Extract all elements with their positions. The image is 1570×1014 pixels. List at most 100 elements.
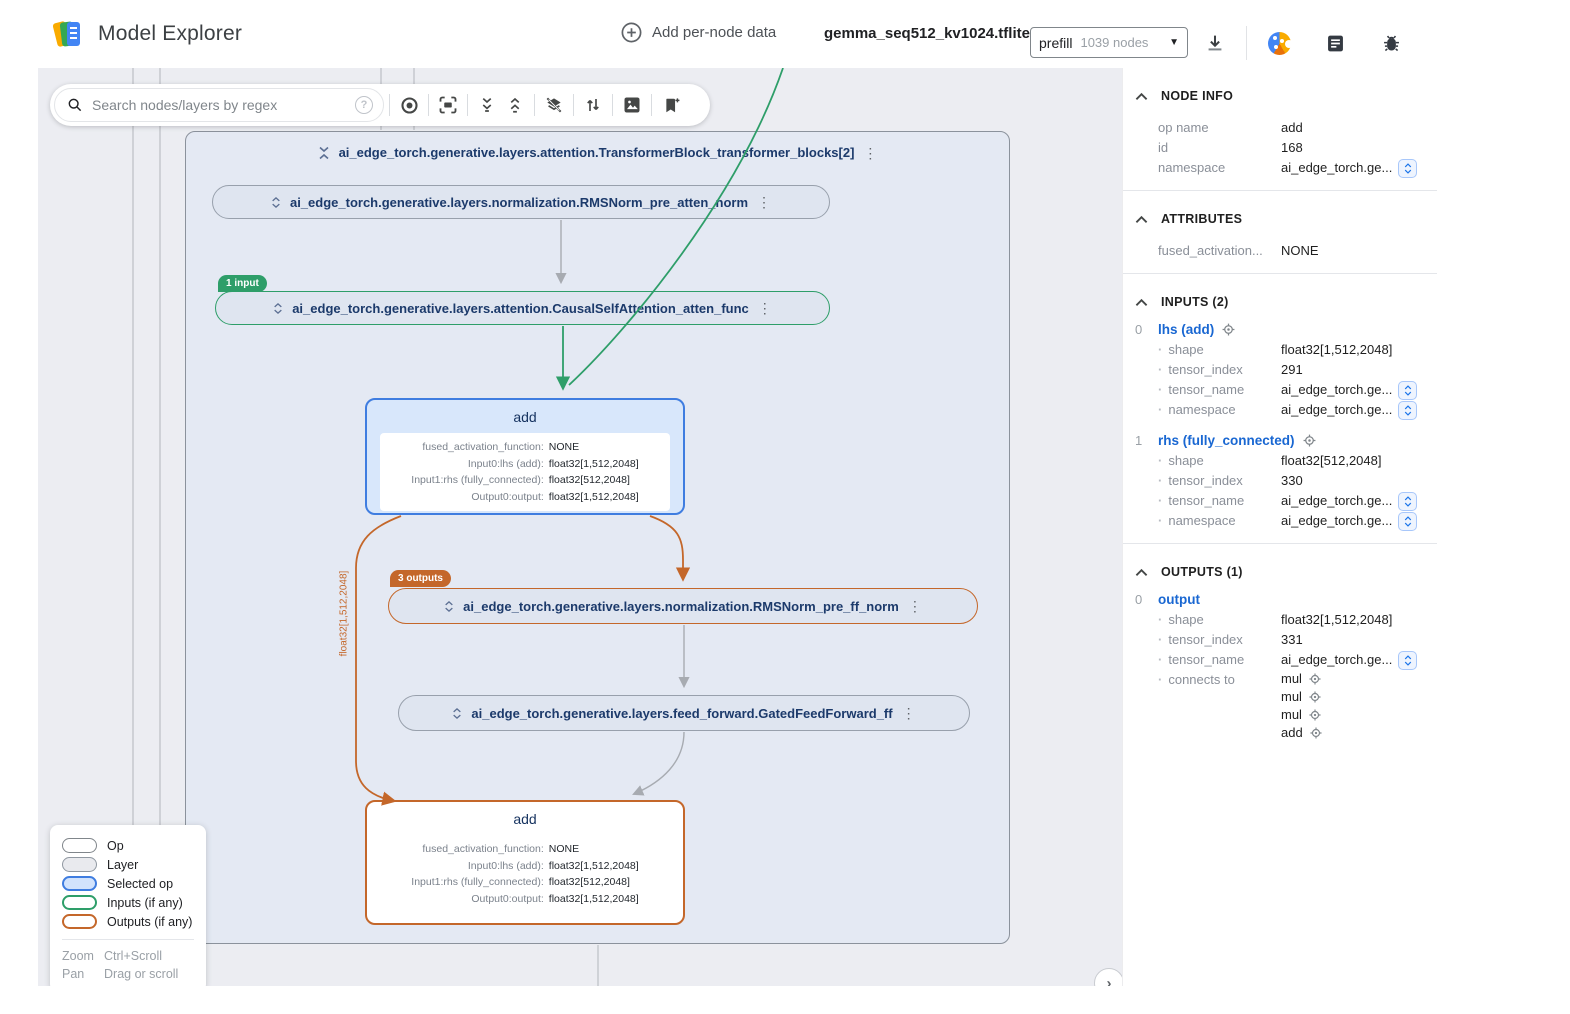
expand-value-button[interactable] xyxy=(1398,511,1418,531)
chevron-up-icon xyxy=(1135,298,1148,306)
collapse-all-layers-button[interactable] xyxy=(501,91,529,119)
legend-item-outputs: Outputs (if any) xyxy=(62,912,194,931)
node-kebab-menu-icon[interactable]: ⋮ xyxy=(901,705,916,721)
pan-right-button[interactable]: › xyxy=(1094,968,1122,986)
trace-inputs-outputs-button[interactable] xyxy=(579,91,607,119)
section-header[interactable]: INPUTS (2) xyxy=(1123,295,1437,309)
locate-node-icon[interactable] xyxy=(1221,322,1236,337)
attr-key: Input0:lhs (add): xyxy=(467,859,544,872)
attr-value: float32[1,512,2048] xyxy=(548,490,639,503)
locate-node-icon[interactable] xyxy=(1309,726,1323,740)
legend-item-selected-op: Selected op xyxy=(62,874,194,893)
flatten-layers-button[interactable] xyxy=(540,91,568,119)
op-node-add-output[interactable]: add fused_activation_function:NONE Input… xyxy=(365,800,685,925)
locate-node-icon[interactable] xyxy=(1308,672,1322,686)
dropdown-caret-icon: ▼ xyxy=(1169,37,1179,48)
expand-value-button[interactable] xyxy=(1398,158,1418,178)
output-item-header: 0 output xyxy=(1135,592,1200,607)
download-button[interactable] xyxy=(1202,30,1228,56)
section-header[interactable]: OUTPUTS (1) xyxy=(1123,565,1570,579)
node-kebab-menu-icon[interactable]: ⋮ xyxy=(757,194,772,210)
help-icon[interactable]: ? xyxy=(355,96,373,114)
attr-value: float32[1,512,2048] xyxy=(548,892,639,905)
locate-node-icon[interactable] xyxy=(1302,433,1317,448)
theme-palette-button[interactable] xyxy=(1266,30,1293,56)
locate-node-icon[interactable] xyxy=(1308,708,1322,722)
docs-button[interactable] xyxy=(1322,30,1348,56)
node-rmsnorm-pre-ff-norm[interactable]: ai_edge_torch.generative.layers.normaliz… xyxy=(388,588,978,624)
input-item-header: 1 rhs (fully_connected) xyxy=(1135,433,1437,448)
legend-divider xyxy=(62,939,194,940)
connected-node-link[interactable]: mul xyxy=(1281,689,1302,704)
search-input[interactable] xyxy=(92,97,346,113)
selected-op-swatch xyxy=(62,876,97,891)
expand-node-icon[interactable] xyxy=(444,600,454,613)
op-attr-table: fused_activation_function:NONE Input0:lh… xyxy=(380,433,670,511)
connected-node-link[interactable]: add xyxy=(1281,725,1303,740)
search-field[interactable]: ? xyxy=(54,88,384,122)
input-tensor-link[interactable]: lhs (add) xyxy=(1158,322,1215,337)
fit-to-screen-button[interactable] xyxy=(434,91,462,119)
bookmark-add-button[interactable] xyxy=(657,91,685,119)
node-rmsnorm-pre-atten-norm[interactable]: ai_edge_torch.generative.layers.normaliz… xyxy=(212,185,830,219)
section-header[interactable]: ATTRIBUTES xyxy=(1123,212,1437,226)
layer-swatch xyxy=(62,857,97,872)
section-outputs: OUTPUTS (1) 0 output shapefloat32[1,512,… xyxy=(1123,544,1570,754)
chevron-up-icon xyxy=(1135,92,1148,100)
output-tensor-link[interactable]: output xyxy=(1158,592,1200,607)
node-gated-feed-forward[interactable]: ai_edge_torch.generative.layers.feed_for… xyxy=(398,695,970,731)
attr-key: Input0:lhs (add): xyxy=(467,457,544,470)
op-node-add-selected[interactable]: add fused_activation_function:NONE Input… xyxy=(365,398,685,515)
expand-value-button[interactable] xyxy=(1398,650,1418,670)
model-file-name: gemma_seq512_kv1024.tflite xyxy=(824,25,1030,42)
chevron-up-icon xyxy=(1135,568,1148,576)
model-explorer-logo-icon xyxy=(52,19,85,49)
bug-icon xyxy=(1383,35,1399,51)
visibility-icon xyxy=(400,96,418,114)
image-icon xyxy=(624,97,640,113)
expand-value-button[interactable] xyxy=(1398,491,1418,511)
expand-node-icon[interactable] xyxy=(452,707,462,720)
report-bug-button[interactable] xyxy=(1378,30,1404,56)
app-logo: Model Explorer xyxy=(52,19,242,49)
output-count-badge: 3 outputs xyxy=(390,570,451,587)
graph-legend: Op Layer Selected op Inputs (if any) Out… xyxy=(50,825,206,986)
expand-all-layers-button[interactable] xyxy=(473,91,501,119)
expand-node-icon[interactable] xyxy=(271,196,281,209)
node-kebab-menu-icon[interactable]: ⋮ xyxy=(907,598,922,614)
toggle-overlay-button[interactable] xyxy=(395,91,423,119)
graph-canvas[interactable]: ai_edge_torch.generative.layers.attentio… xyxy=(38,68,1122,986)
section-header[interactable]: NODE INFO xyxy=(1123,89,1437,103)
attr-key: Output0:output: xyxy=(471,490,544,503)
legend-item-op: Op xyxy=(62,836,194,855)
attr-key: Output0:output: xyxy=(471,892,544,905)
connected-node-link[interactable]: mul xyxy=(1281,707,1302,722)
graph-selector-dropdown[interactable]: prefill 1039 nodes ▼ xyxy=(1030,27,1188,58)
locate-node-icon[interactable] xyxy=(1308,690,1322,704)
attr-value: NONE xyxy=(548,441,580,453)
input-count-badge: 1 input xyxy=(218,275,267,292)
expand-node-icon[interactable] xyxy=(273,302,283,315)
attr-value: float32[1,512,2048] xyxy=(548,457,639,470)
node-label: ai_edge_torch.generative.layers.feed_for… xyxy=(471,705,893,721)
topbar-divider xyxy=(1246,26,1247,60)
connected-node-link[interactable]: mul xyxy=(1281,671,1302,686)
input-tensor-link[interactable]: rhs (fully_connected) xyxy=(1158,433,1295,448)
export-image-button[interactable] xyxy=(618,91,646,119)
inputs-swatch xyxy=(62,895,97,910)
graph-toolbar: ? xyxy=(50,84,710,126)
collapse-layer-icon[interactable] xyxy=(318,146,330,160)
palette-icon xyxy=(1267,31,1293,55)
layer-kebab-menu-icon[interactable]: ⋮ xyxy=(863,144,878,161)
node-kebab-menu-icon[interactable]: ⋮ xyxy=(757,300,772,316)
add-per-node-data-button[interactable]: Add per-node data xyxy=(620,21,776,44)
expand-value-button[interactable] xyxy=(1398,380,1418,400)
layer-node-label: ai_edge_torch.generative.layers.attentio… xyxy=(338,145,855,160)
node-causal-self-attention[interactable]: ai_edge_torch.generative.layers.attentio… xyxy=(215,291,830,325)
attr-value: NONE xyxy=(548,843,580,855)
add-per-node-data-label: Add per-node data xyxy=(652,24,777,41)
expand-value-button[interactable] xyxy=(1398,400,1418,420)
